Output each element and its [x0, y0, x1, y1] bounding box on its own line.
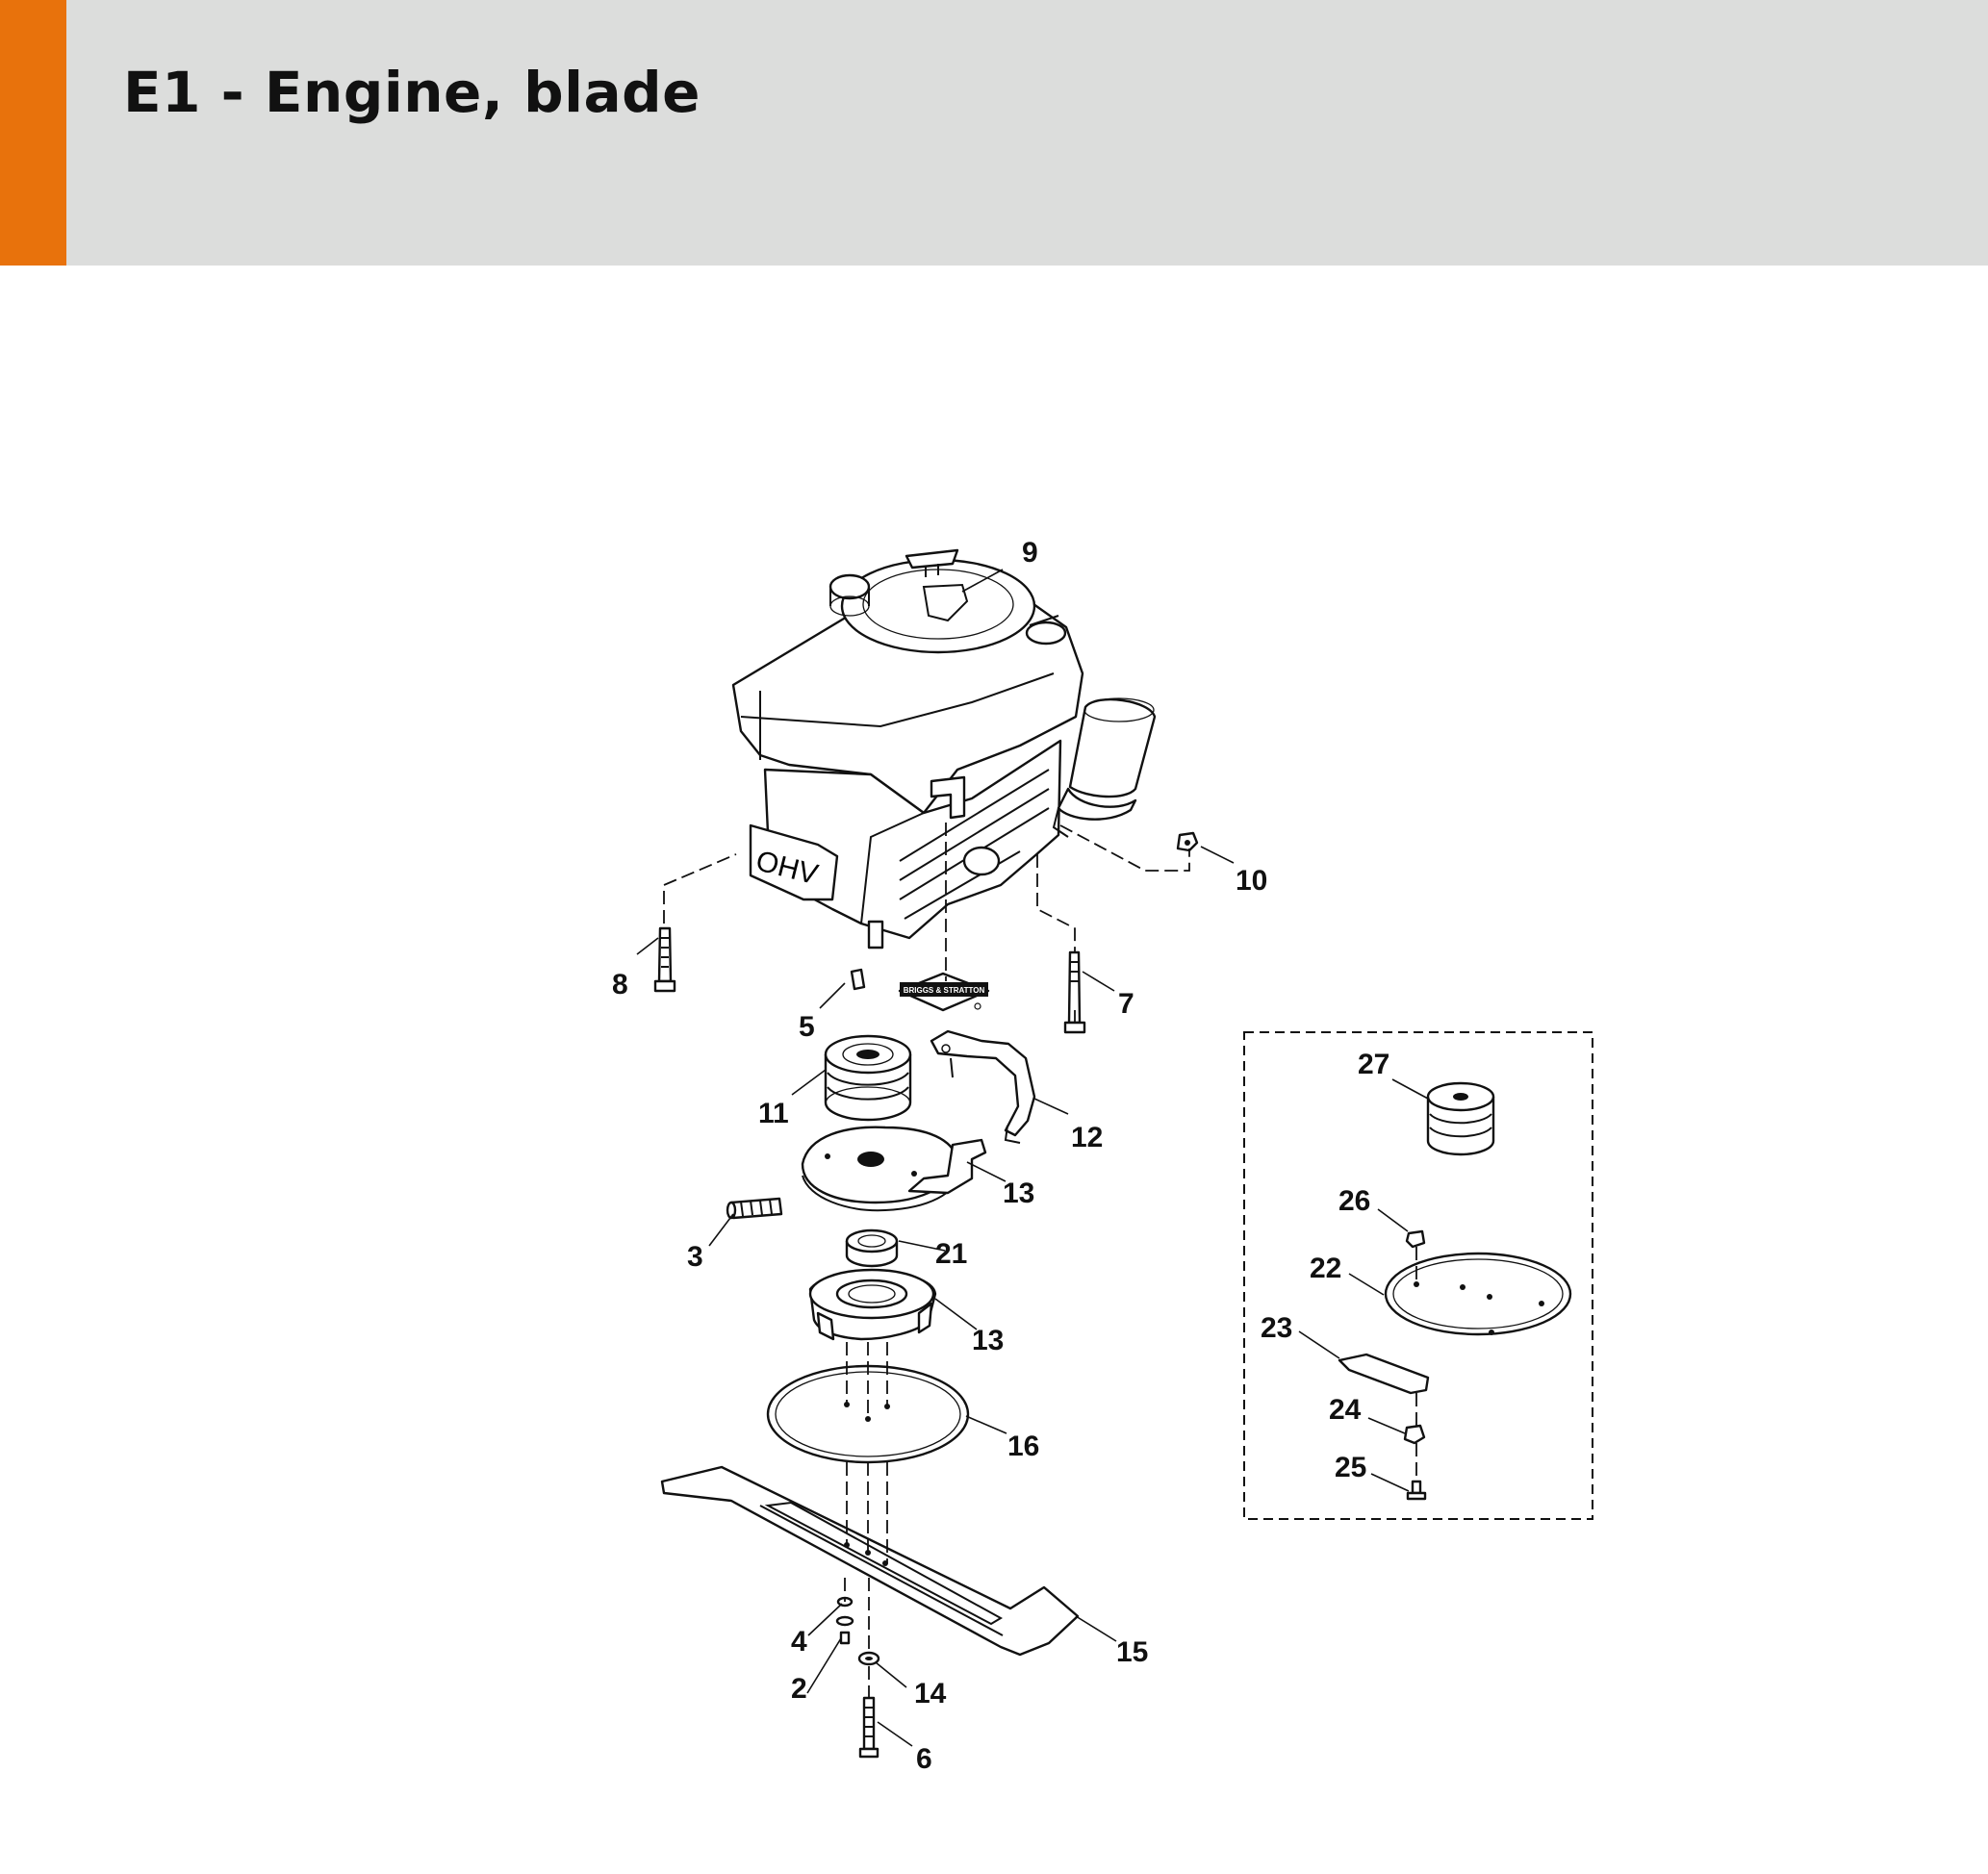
spring-3 — [726, 1197, 783, 1220]
nut-24 — [1403, 1424, 1426, 1445]
brand-logo-text: BRIGGS & STRATTON — [904, 986, 985, 995]
callout-13-lower: 13 — [972, 1325, 1004, 1356]
callout-21: 21 — [935, 1238, 967, 1270]
callout-12: 12 — [1071, 1122, 1103, 1153]
callout-8: 8 — [612, 969, 628, 1000]
callout-26: 26 — [1338, 1185, 1370, 1217]
callout-27: 27 — [1358, 1049, 1389, 1080]
callout-14: 14 — [914, 1678, 947, 1709]
washer-14 — [857, 1651, 880, 1666]
bolt-8 — [653, 926, 676, 993]
callout-7: 7 — [1118, 988, 1134, 1020]
blade-15 — [660, 1465, 1080, 1657]
page-header: E1 - Engine, blade — [0, 0, 1988, 266]
callout-25: 25 — [1335, 1452, 1366, 1483]
bolt-2 — [839, 1631, 851, 1645]
callout-16: 16 — [1007, 1431, 1039, 1462]
pulley-11 — [824, 1034, 912, 1122]
callout-22: 22 — [1310, 1253, 1341, 1284]
page-title: E1 - Engine, blade — [123, 60, 701, 125]
engine-drawing: OHV — [731, 548, 1157, 950]
pulley-27 — [1426, 1081, 1495, 1156]
callout-24: 24 — [1329, 1394, 1362, 1426]
callout-2: 2 — [791, 1673, 807, 1705]
plate-22 — [1384, 1252, 1572, 1336]
brand-logo: BRIGGS & STRATTON — [898, 972, 990, 1012]
optional-kit-box — [1243, 1031, 1593, 1520]
callout-6: 6 — [916, 1743, 932, 1775]
nut-26 — [1405, 1229, 1426, 1249]
washer-4 — [835, 1596, 854, 1627]
callout-5: 5 — [799, 1011, 815, 1043]
bracket-12 — [930, 1029, 1036, 1144]
callout-9: 9 — [1022, 537, 1038, 569]
callout-3: 3 — [687, 1241, 703, 1273]
bearing-21 — [845, 1228, 899, 1268]
clutch-13-lower — [808, 1268, 937, 1341]
callout-4: 4 — [791, 1626, 807, 1658]
callout-10: 10 — [1236, 865, 1267, 897]
bolt-7 — [1063, 950, 1086, 1034]
bolt-6 — [858, 1696, 879, 1759]
callout-23: 23 — [1261, 1312, 1292, 1344]
clutch-13-upper — [801, 1126, 987, 1212]
screw-25 — [1406, 1480, 1427, 1501]
clip-23 — [1338, 1353, 1430, 1395]
key-5 — [850, 968, 866, 991]
callout-11: 11 — [758, 1098, 789, 1129]
callout-13-upper: 13 — [1003, 1178, 1034, 1209]
callout-15: 15 — [1116, 1636, 1148, 1668]
accent-bar — [0, 0, 66, 266]
nut-10 — [1176, 831, 1199, 852]
